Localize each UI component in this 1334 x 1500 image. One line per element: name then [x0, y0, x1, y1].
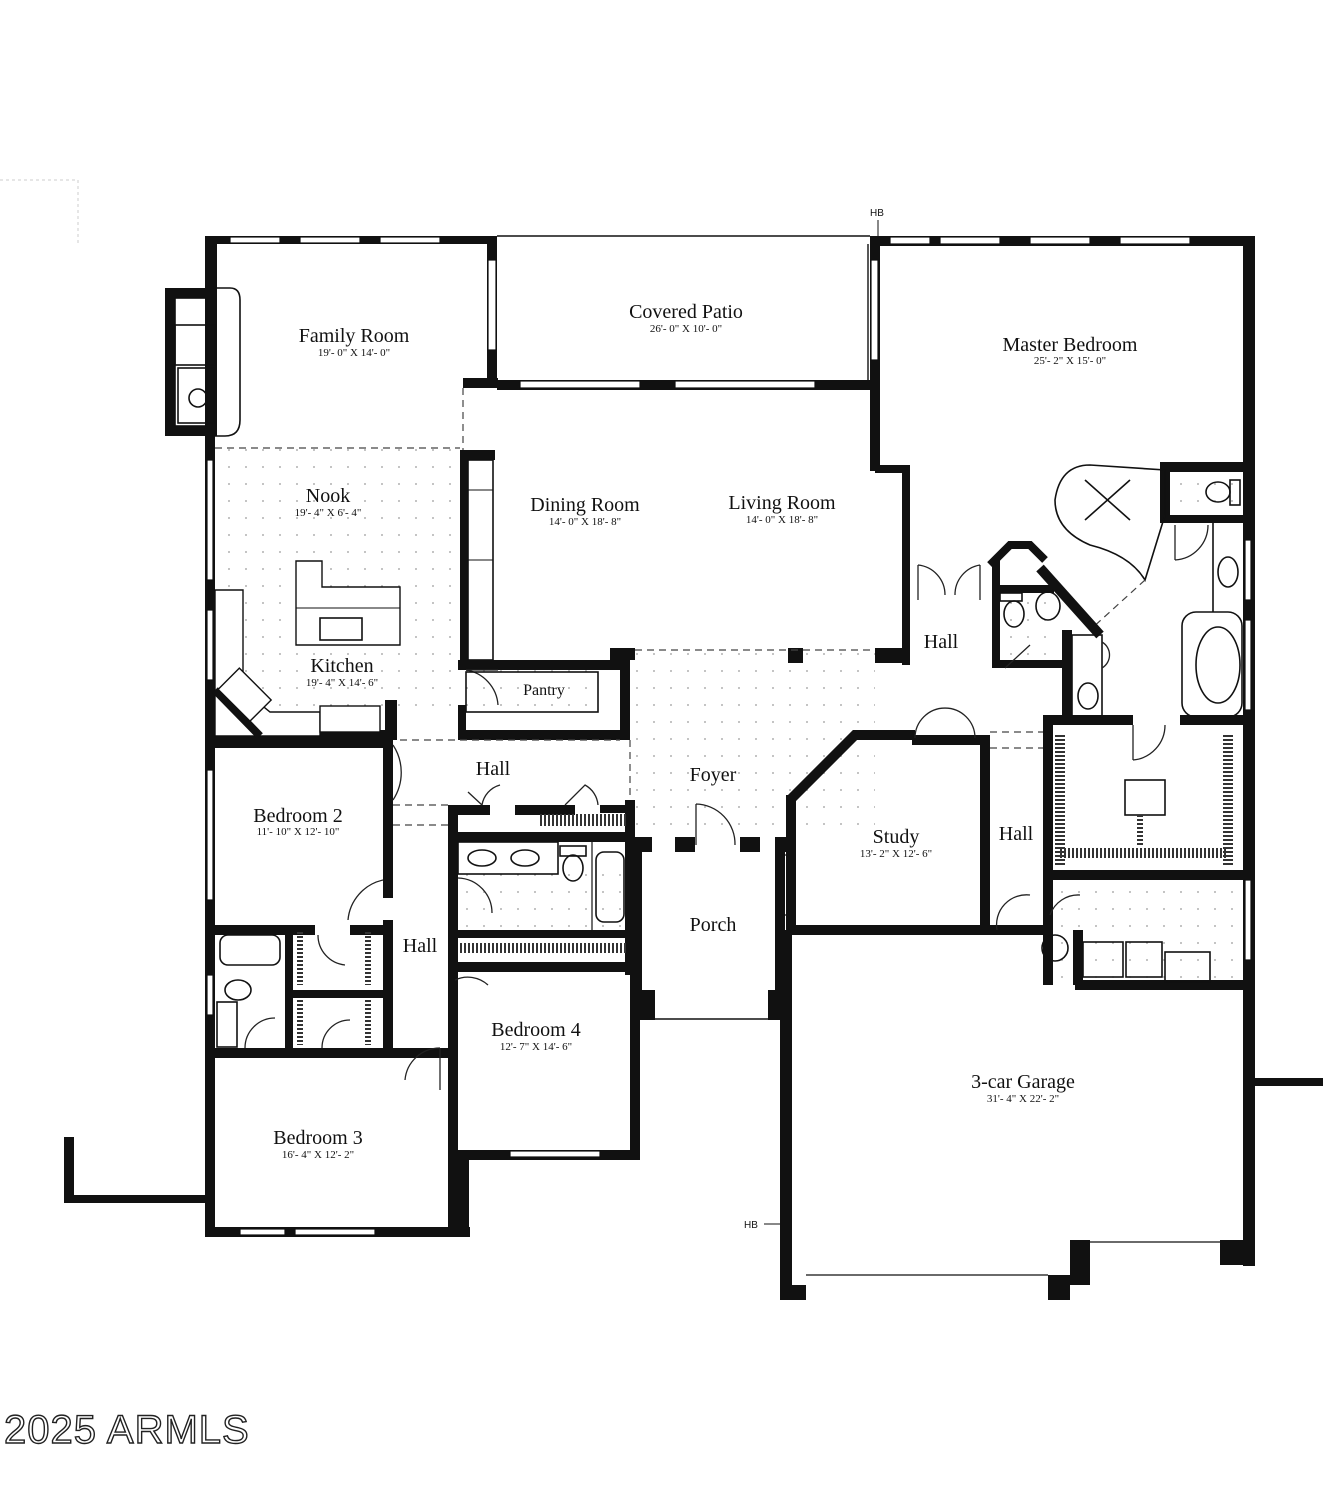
svg-text:19'- 4" X 14'- 6": 19'- 4" X 14'- 6" [306, 677, 378, 689]
room-label-study: Study 13'- 2" X 12'- 6" [860, 826, 932, 860]
room-label-dining-room: Dining Room 14'- 0" X 18'- 8" [530, 494, 640, 528]
label-hall-study: Hall [999, 823, 1034, 845]
label-hall-master: Hall [924, 631, 959, 653]
room-label-bedroom-4: Bedroom 4 12'- 7" X 14'- 6" [491, 1019, 580, 1053]
label-foyer: Foyer [690, 764, 737, 786]
svg-text:Bedroom 3: Bedroom 3 [273, 1127, 362, 1149]
svg-text:19'- 0" X 14'- 0": 19'- 0" X 14'- 0" [318, 347, 390, 359]
hose-bib-marker-garage: HB [744, 1220, 758, 1231]
svg-text:Living Room: Living Room [728, 492, 836, 514]
room-label-covered-patio: Covered Patio 26'- 0" X 10'- 0" [629, 301, 743, 335]
svg-text:Family Room: Family Room [299, 325, 410, 347]
label-porch: Porch [690, 914, 737, 936]
svg-text:Nook: Nook [306, 485, 350, 507]
svg-text:14'- 0" X 18'- 8": 14'- 0" X 18'- 8" [549, 516, 621, 528]
svg-text:13'- 2" X 12'- 6": 13'- 2" X 12'- 6" [860, 848, 932, 860]
svg-text:26'- 0" X 10'- 0": 26'- 0" X 10'- 0" [650, 323, 722, 335]
svg-text:Bedroom 4: Bedroom 4 [491, 1019, 580, 1041]
svg-text:19'- 4" X 6'- 4": 19'- 4" X 6'- 4" [295, 507, 362, 519]
svg-text:Kitchen: Kitchen [310, 655, 373, 677]
hose-bib-marker-top: HB [870, 208, 884, 219]
svg-text:11'- 10" X 12'- 10": 11'- 10" X 12'- 10" [257, 826, 340, 838]
label-hall-kitchen: Hall [476, 758, 511, 780]
room-label-family-room: Family Room 19'- 0" X 14'- 0" [299, 325, 410, 359]
room-label-kitchen: Kitchen 19'- 4" X 14'- 6" [306, 655, 378, 689]
copyright-watermark: 2025 ARMLS [3, 1407, 250, 1452]
svg-text:16'- 4" X 12'- 2": 16'- 4" X 12'- 2" [282, 1149, 354, 1161]
label-pantry: Pantry [523, 682, 565, 699]
svg-text:Bedroom 2: Bedroom 2 [253, 805, 342, 827]
svg-text:12'- 7" X 14'- 6": 12'- 7" X 14'- 6" [500, 1041, 572, 1053]
label-hall-bedrooms: Hall [403, 935, 438, 957]
room-label-bedroom-2: Bedroom 2 11'- 10" X 12'- 10" [253, 805, 342, 838]
closet-hanging-rods [297, 932, 371, 1045]
svg-text:Covered Patio: Covered Patio [629, 301, 743, 323]
svg-text:14'- 0" X 18'- 8": 14'- 0" X 18'- 8" [746, 514, 818, 526]
svg-text:31'- 4" X 22'- 2": 31'- 4" X 22'- 2" [987, 1093, 1059, 1105]
svg-text:Dining Room: Dining Room [530, 494, 640, 516]
room-label-living-room: Living Room 14'- 0" X 18'- 8" [728, 492, 836, 526]
windows [206, 236, 1252, 1236]
svg-text:25'- 2" X 15'- 0": 25'- 2" X 15'- 0" [1034, 355, 1106, 367]
room-label-bedroom-3: Bedroom 3 16'- 4" X 12'- 2" [273, 1127, 362, 1161]
room-label-nook: Nook 19'- 4" X 6'- 4" [295, 485, 362, 519]
room-label-garage: 3-car Garage 31'- 4" X 22'- 2" [971, 1071, 1075, 1105]
svg-text:Study: Study [873, 826, 920, 848]
svg-text:Master Bedroom: Master Bedroom [1003, 334, 1138, 356]
room-label-master-bedroom: Master Bedroom 25'- 2" X 15'- 0" [1003, 334, 1138, 367]
scan-artifact [0, 179, 79, 245]
svg-text:3-car Garage: 3-car Garage [971, 1071, 1075, 1093]
interior-walls [212, 220, 1245, 1230]
